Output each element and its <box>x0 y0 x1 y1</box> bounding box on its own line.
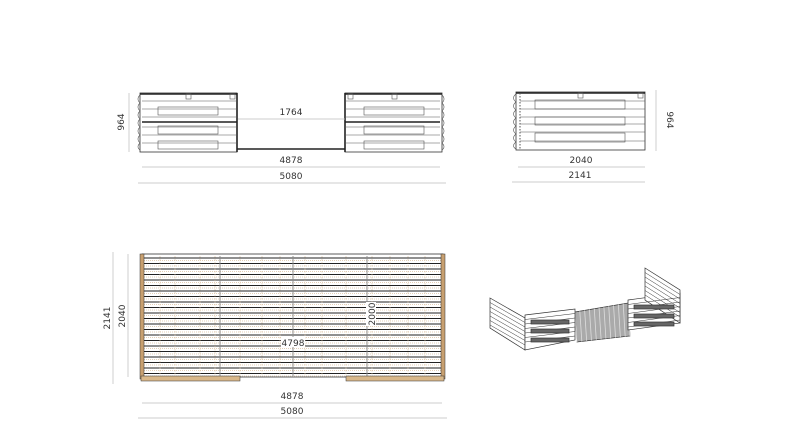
iso-floor <box>574 302 631 343</box>
svg-text:964: 964 <box>117 113 127 130</box>
iso-log <box>644 281 681 304</box>
dimension-front-outer-width: 5080 <box>138 172 446 184</box>
dimension-side-outer-width: 2141 <box>512 171 645 183</box>
front-left-wall <box>137 92 238 153</box>
svg-text:2141: 2141 <box>103 307 113 330</box>
iso-floor-plank <box>622 303 626 337</box>
iso-log <box>489 302 526 323</box>
dimension-plan-floor-depth: 2000 <box>366 302 378 326</box>
dimension-plan-outer-depth: 2141 <box>103 252 114 384</box>
svg-text:4878: 4878 <box>281 392 304 402</box>
dimension-side-height: 964 <box>655 90 674 151</box>
dimension-plan-outer-width: 5080 <box>138 407 447 419</box>
iso-floor-plank <box>603 307 607 339</box>
front-right-wall <box>344 92 445 153</box>
svg-text:5080: 5080 <box>280 172 303 182</box>
iso-log <box>644 285 681 309</box>
iso-floor-plank <box>584 310 588 341</box>
plan-view: 2141 2040 4798 2000 4878 5080 <box>103 252 447 419</box>
iso-log <box>489 320 526 341</box>
svg-text:2040: 2040 <box>118 304 128 327</box>
svg-text:964: 964 <box>664 111 674 128</box>
svg-text:2000: 2000 <box>368 302 378 325</box>
dimension-plan-inner-depth: 2040 <box>118 254 129 377</box>
dimension-front-gap: 1764 <box>238 108 345 120</box>
dimension-plan-inner-width: 4878 <box>142 392 442 404</box>
iso-floor-plank <box>608 306 612 339</box>
side-view: 964 2040 2141 <box>512 90 674 183</box>
iso-log <box>489 315 526 337</box>
plan-left-wall <box>140 375 241 382</box>
iso-log <box>524 313 576 320</box>
svg-text:2141: 2141 <box>569 171 592 181</box>
floor-planks <box>142 257 443 377</box>
svg-text:5080: 5080 <box>281 407 304 417</box>
iso-floor-plank <box>613 305 616 338</box>
iso-log <box>489 324 526 346</box>
iso-floor-plank <box>579 311 583 342</box>
iso-log <box>644 276 681 300</box>
dimension-front-height: 964 <box>117 93 130 152</box>
dimension-plan-floor-width: 4798 <box>281 337 305 349</box>
isometric-view <box>489 267 681 351</box>
plan-right-wall <box>345 375 445 382</box>
svg-text:2040: 2040 <box>570 156 593 166</box>
iso-floor-plank <box>589 309 592 341</box>
svg-text:4798: 4798 <box>282 339 305 349</box>
iso-log <box>644 272 681 295</box>
iso-floor-plank <box>617 304 621 338</box>
dimension-side-inner-width: 2040 <box>518 156 645 168</box>
iso-log <box>489 306 526 328</box>
dimension-front-inner-width: 4878 <box>142 156 440 168</box>
iso-floor-plank <box>593 308 597 340</box>
svg-text:4878: 4878 <box>280 156 303 166</box>
iso-log <box>627 297 681 305</box>
svg-text:1764: 1764 <box>280 108 303 118</box>
front-view: 964 1764 4878 5080 <box>117 92 446 184</box>
iso-log <box>489 311 526 332</box>
iso-floor-plank <box>598 307 602 340</box>
